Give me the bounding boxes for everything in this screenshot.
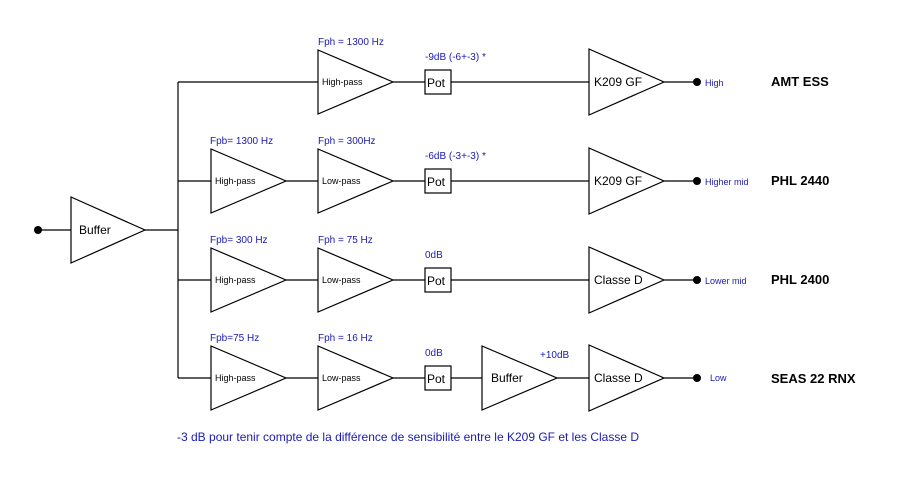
channel-high: High-pass Fph = 1300 Hz Pot -9dB (-6+-3)… xyxy=(178,37,829,116)
amplifier-label: Classe D xyxy=(594,371,643,385)
input-buffer: Buffer xyxy=(70,196,147,264)
filter-cutoff-annotation: Fpb=75 Hz xyxy=(210,333,259,344)
output-terminal xyxy=(693,276,701,284)
output-terminal xyxy=(693,78,701,86)
gain-buffer-label: Buffer xyxy=(491,371,523,385)
filter-cutoff-annotation: Fph = 75 Hz xyxy=(318,235,373,246)
gain-buffer-annotation: +10dB xyxy=(540,350,570,361)
pot-gain-annotation: 0dB xyxy=(425,348,443,359)
amplifier-label: K209 GF xyxy=(594,174,642,188)
channel-higher-mid: High-pass Fpb= 1300 Hz Low-pass Fph = 30… xyxy=(178,136,829,215)
filter-cutoff-annotation: Fph = 300Hz xyxy=(318,136,376,147)
output-terminal xyxy=(693,374,701,382)
output-terminal xyxy=(693,177,701,185)
amplifier: K209 GF xyxy=(588,48,666,116)
pot-label: Pot xyxy=(427,274,446,288)
filter-cutoff-annotation: Fph = 16 Hz xyxy=(318,333,373,344)
speaker-name: PHL 2440 xyxy=(771,173,829,188)
filter-label: Low-pass xyxy=(322,176,361,186)
output-band-label: Higher mid xyxy=(705,177,749,187)
filter-label: Low-pass xyxy=(322,275,361,285)
output-band-label: Lower mid xyxy=(705,276,747,286)
low-pass-filter: Low-pass xyxy=(317,148,395,214)
filter-label: High-pass xyxy=(215,373,256,383)
filter-cutoff-annotation: Fpb= 1300 Hz xyxy=(210,136,273,147)
output-band-label: High xyxy=(705,78,724,88)
high-pass-filter: High-pass xyxy=(210,148,288,214)
low-pass-filter: Low-pass xyxy=(317,345,395,411)
low-pass-filter: Low-pass xyxy=(317,247,395,313)
speaker-name: PHL 2400 xyxy=(771,272,829,287)
channel-low: High-pass Fpb=75 Hz Low-pass Fph = 16 Hz… xyxy=(178,333,856,412)
input-buffer-label: Buffer xyxy=(79,223,111,237)
pot-label: Pot xyxy=(427,76,446,90)
high-pass-filter: High-pass xyxy=(210,247,288,313)
channel-lower-mid: High-pass Fpb= 300 Hz Low-pass Fph = 75 … xyxy=(178,235,829,314)
amplifier: Classe D xyxy=(588,246,666,314)
filter-label: High-pass xyxy=(215,275,256,285)
filter-cutoff-annotation: Fpb= 300 Hz xyxy=(210,235,268,246)
high-pass-filter: High-pass xyxy=(210,345,288,411)
amplifier: Classe D xyxy=(588,344,666,412)
output-band-label: Low xyxy=(710,373,727,383)
pot-gain-annotation: -6dB (-3+-3) * xyxy=(425,151,486,162)
pot-gain-annotation: -9dB (-6+-3) * xyxy=(425,52,486,63)
filter-cutoff-annotation: Fph = 1300 Hz xyxy=(318,37,384,48)
amplifier: K209 GF xyxy=(588,147,666,215)
footnote: -3 dB pour tenir compte de la différence… xyxy=(177,430,639,444)
high-pass-filter: High-pass xyxy=(317,49,395,115)
speaker-name: SEAS 22 RNX xyxy=(771,371,856,386)
speaker-name: AMT ESS xyxy=(771,74,829,89)
pot-box xyxy=(424,168,452,194)
filter-label: High-pass xyxy=(322,77,363,87)
pot-box xyxy=(424,69,452,95)
amplifier-label: Classe D xyxy=(594,273,643,287)
filter-label: Low-pass xyxy=(322,373,361,383)
pot-label: Pot xyxy=(427,372,446,386)
pot-label: Pot xyxy=(427,175,446,189)
amplifier-label: K209 GF xyxy=(594,75,642,89)
filter-label: High-pass xyxy=(215,176,256,186)
gain-buffer: Buffer xyxy=(481,345,559,411)
pot-gain-annotation: 0dB xyxy=(425,250,443,261)
